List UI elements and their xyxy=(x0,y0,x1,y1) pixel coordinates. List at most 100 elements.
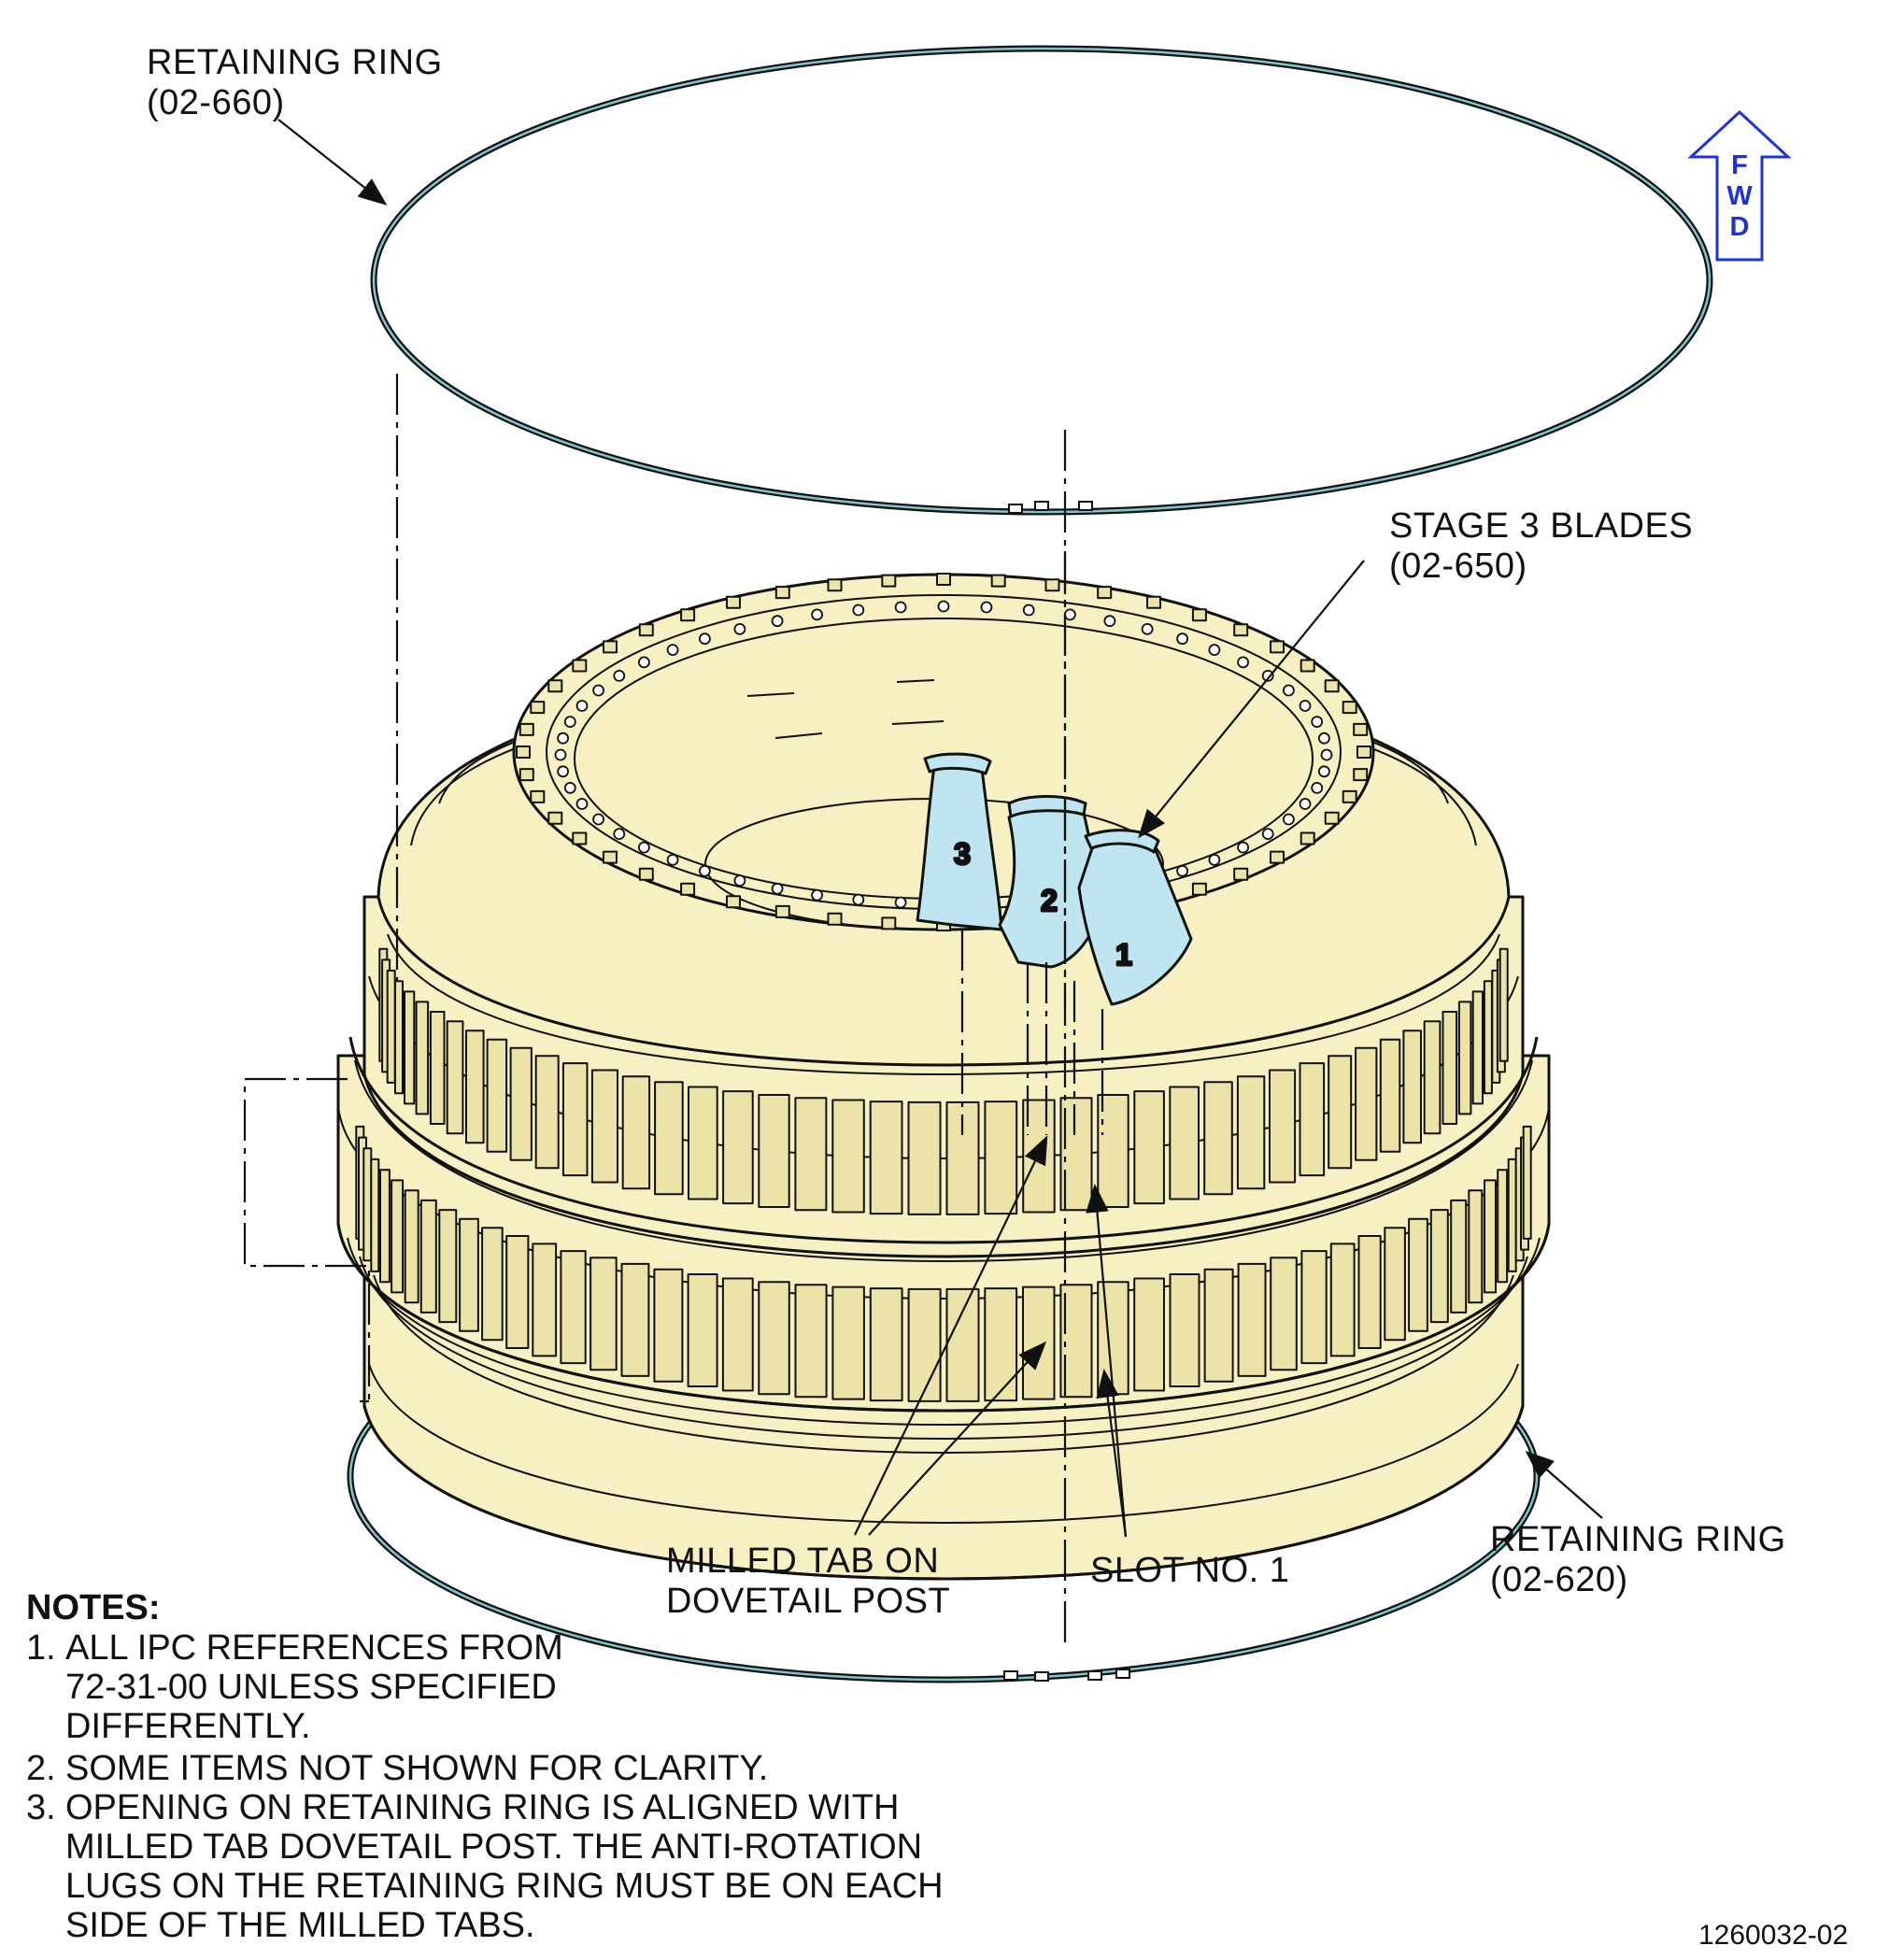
dovetail-post xyxy=(532,1243,558,1357)
label-stage3-blades-name: STAGE 3 BLADES xyxy=(1389,506,1694,546)
dovetail-post xyxy=(1169,1273,1200,1387)
flange-lug xyxy=(827,912,843,926)
flange-hole xyxy=(592,684,604,697)
flange-lug xyxy=(881,916,897,930)
dovetail-post xyxy=(831,1099,865,1214)
blade-number-3: 3 xyxy=(954,837,971,871)
flange-hole xyxy=(894,896,907,909)
flange-hole xyxy=(1299,798,1312,810)
flange-lug xyxy=(1356,746,1371,759)
dovetail-post xyxy=(1484,1179,1497,1294)
flange-hole xyxy=(733,623,746,635)
flange-lug xyxy=(1324,679,1340,693)
dovetail-post xyxy=(1237,1262,1267,1377)
dovetail-post xyxy=(794,1097,828,1212)
dovetail-post xyxy=(688,1086,718,1200)
label-retaining-ring-bottom: RETAINING RING (02-620) xyxy=(1490,1520,1786,1600)
fwd-letter-d: D xyxy=(1730,212,1750,242)
dovetail-post xyxy=(415,1001,430,1115)
flange-lug xyxy=(603,850,618,864)
flange-hole xyxy=(771,615,784,628)
flange-lug xyxy=(518,768,534,782)
flange-lug xyxy=(1342,701,1357,715)
label-retaining-ring-top-ref: (02-660) xyxy=(147,83,285,122)
document-id: 1260032-02 xyxy=(1698,1920,1849,1951)
label-milled-tab-line1: MILLED TAB ON xyxy=(666,1541,940,1581)
flange-lug xyxy=(1353,722,1369,736)
flange-hole xyxy=(554,748,567,761)
flange-hole xyxy=(557,765,569,778)
dovetail-post xyxy=(1203,1268,1234,1383)
flange-hole xyxy=(557,731,569,745)
flange-hole xyxy=(666,854,679,866)
fwd-letter-f: F xyxy=(1731,150,1748,180)
flange-lug xyxy=(881,574,897,588)
note-1-number: 1. xyxy=(26,1628,56,1668)
dovetail-post xyxy=(722,1090,754,1205)
dovetail-post xyxy=(653,1268,684,1383)
flange-lug xyxy=(1097,586,1113,600)
dovetail-post xyxy=(1507,1158,1517,1272)
flange-lug xyxy=(680,608,696,622)
flange-hole xyxy=(733,874,746,887)
note-3-line: OPENING ON RETAINING RING IS ALIGNED WIT… xyxy=(65,1788,900,1827)
dovetail-post xyxy=(505,1235,530,1349)
flange-lug xyxy=(530,701,546,715)
dovetail-post xyxy=(589,1257,618,1371)
flange-lug xyxy=(1342,789,1357,803)
flange-hole xyxy=(592,813,604,826)
dovetail-post xyxy=(1300,1250,1328,1365)
flange-lug xyxy=(774,904,790,918)
note-1-line: 72-31-00 UNLESS SPECIFIED xyxy=(65,1668,557,1707)
flange-lug xyxy=(1233,623,1249,637)
dovetail-post xyxy=(1133,1277,1165,1392)
flange-lug xyxy=(1270,640,1285,654)
dovetail-post xyxy=(984,1101,1018,1215)
flange-lug xyxy=(1044,578,1060,592)
dovetail-post xyxy=(1497,1169,1509,1284)
flange-hole xyxy=(699,864,711,877)
dovetail-post xyxy=(486,1038,508,1153)
note-2-number: 2. xyxy=(26,1749,56,1788)
dovetail-post xyxy=(419,1199,437,1314)
dovetail-post xyxy=(1498,947,1509,1062)
flange-hole xyxy=(638,841,650,854)
flange-lug xyxy=(1300,831,1315,845)
dovetail-post xyxy=(794,1284,828,1399)
leader-lines xyxy=(277,119,1603,1538)
dovetail-post xyxy=(1169,1086,1200,1200)
dovetail-post xyxy=(362,1147,373,1262)
flange-hole xyxy=(1320,748,1333,761)
dovetail-post xyxy=(394,980,404,1095)
flange-lug xyxy=(1270,850,1285,864)
flange-lug xyxy=(603,640,618,654)
flange-hole xyxy=(666,644,679,656)
dovetail-post xyxy=(721,1277,754,1392)
retaining-ring-top xyxy=(370,45,1713,516)
label-retaining-ring-top: RETAINING RING (02-660) xyxy=(147,43,443,123)
flange-hole xyxy=(638,656,650,669)
flange-hole xyxy=(1103,615,1116,628)
dovetail-post xyxy=(561,1062,589,1177)
dovetail-post xyxy=(465,1030,485,1144)
flange-lug xyxy=(774,586,790,600)
dovetail-post xyxy=(1522,1125,1532,1240)
flange-hole xyxy=(1261,670,1274,682)
flange-hole xyxy=(699,632,711,646)
dovetail-post xyxy=(1269,1069,1297,1184)
dovetail-post xyxy=(984,1287,1018,1402)
flange-hole xyxy=(811,888,823,902)
dovetail-post xyxy=(1299,1062,1326,1177)
label-retaining-ring-bottom-name: RETAINING RING xyxy=(1490,1520,1786,1559)
dovetail-post xyxy=(1450,1199,1468,1314)
dovetail-post xyxy=(509,1046,533,1161)
blade-number-1: 1 xyxy=(1115,938,1132,972)
flange-hole xyxy=(1311,716,1324,728)
dovetail-post xyxy=(404,1189,419,1304)
flange-lug xyxy=(827,578,843,592)
dovetail-post xyxy=(907,1287,942,1402)
label-milled-tab: MILLED TAB ON DOVETAIL POST xyxy=(666,1541,950,1622)
dovetail-post xyxy=(1457,1001,1472,1115)
flange-hole xyxy=(1283,813,1295,826)
